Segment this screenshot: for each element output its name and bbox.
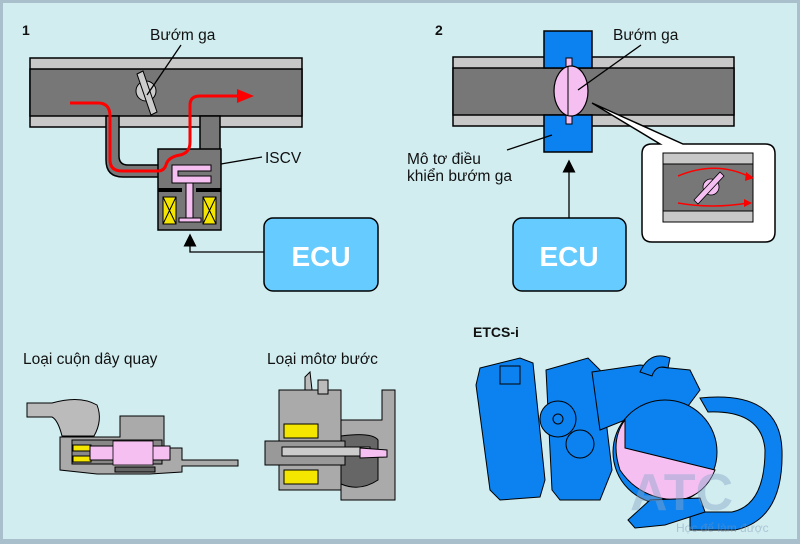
atc-watermark: ATC Học để làm được xyxy=(630,464,769,535)
watermark-logo: ATC xyxy=(630,464,733,522)
panel-1: 1 xyxy=(22,22,379,292)
etcs-label: ETCS-i xyxy=(473,324,519,340)
valve-plunger xyxy=(171,164,212,184)
throttle-plate xyxy=(615,418,716,501)
ecu-signal-arrow-1 xyxy=(183,233,264,253)
etcs-i-assembly xyxy=(475,355,783,531)
intake-pipe-2 xyxy=(452,56,735,127)
ecu-box-1: ECU xyxy=(263,217,379,292)
solenoid-coil-right xyxy=(202,196,217,225)
ecu-box-2: ECU xyxy=(512,217,627,292)
etcs-cover xyxy=(475,357,546,501)
rotary-type-label: Loại cuộn dây quay xyxy=(23,351,158,368)
panel-2-number: 2 xyxy=(435,22,443,38)
motor-label-line2: khiển bướm ga xyxy=(407,168,512,185)
stepper-type-label: Loại môtơ bước xyxy=(267,351,378,368)
air-flow-arrowhead xyxy=(237,89,254,103)
throttle-valve-2 xyxy=(553,57,589,125)
throttle-leader-1 xyxy=(146,44,182,96)
motor-label-line1: Mô tơ điều xyxy=(407,151,481,168)
ecu-label-2: ECU xyxy=(539,241,598,272)
throttle-leader-2 xyxy=(577,44,642,91)
motor-leader xyxy=(506,134,553,151)
iscv-leader xyxy=(220,156,263,165)
intake-pipe-1 xyxy=(29,57,303,128)
iscv-valve xyxy=(157,148,222,231)
throttle-label-1: Bướm ga xyxy=(150,27,216,44)
solenoid-coil-left xyxy=(162,196,177,225)
coolant-pipe xyxy=(689,396,783,531)
ecu-label-1: ECU xyxy=(291,241,350,272)
diagram-frame: 1 xyxy=(3,3,797,539)
stepper-motor-iscv xyxy=(264,370,396,501)
throttle-label-2: Bướm ga xyxy=(613,27,679,44)
air-flow-arrow xyxy=(70,94,240,173)
watermark-slogan: Học để làm được xyxy=(676,521,769,535)
panel-2: 2 Bướm ga Mô tơ điều khiển bướm ga xyxy=(407,22,776,292)
panel-1-number: 1 xyxy=(22,22,30,38)
iscv-label: ISCV xyxy=(265,150,302,167)
airflow-callout xyxy=(591,102,776,243)
rotary-solenoid-iscv xyxy=(26,399,239,475)
diagram-canvas: 1 xyxy=(22,22,783,535)
throttle-valve-1 xyxy=(135,70,158,116)
